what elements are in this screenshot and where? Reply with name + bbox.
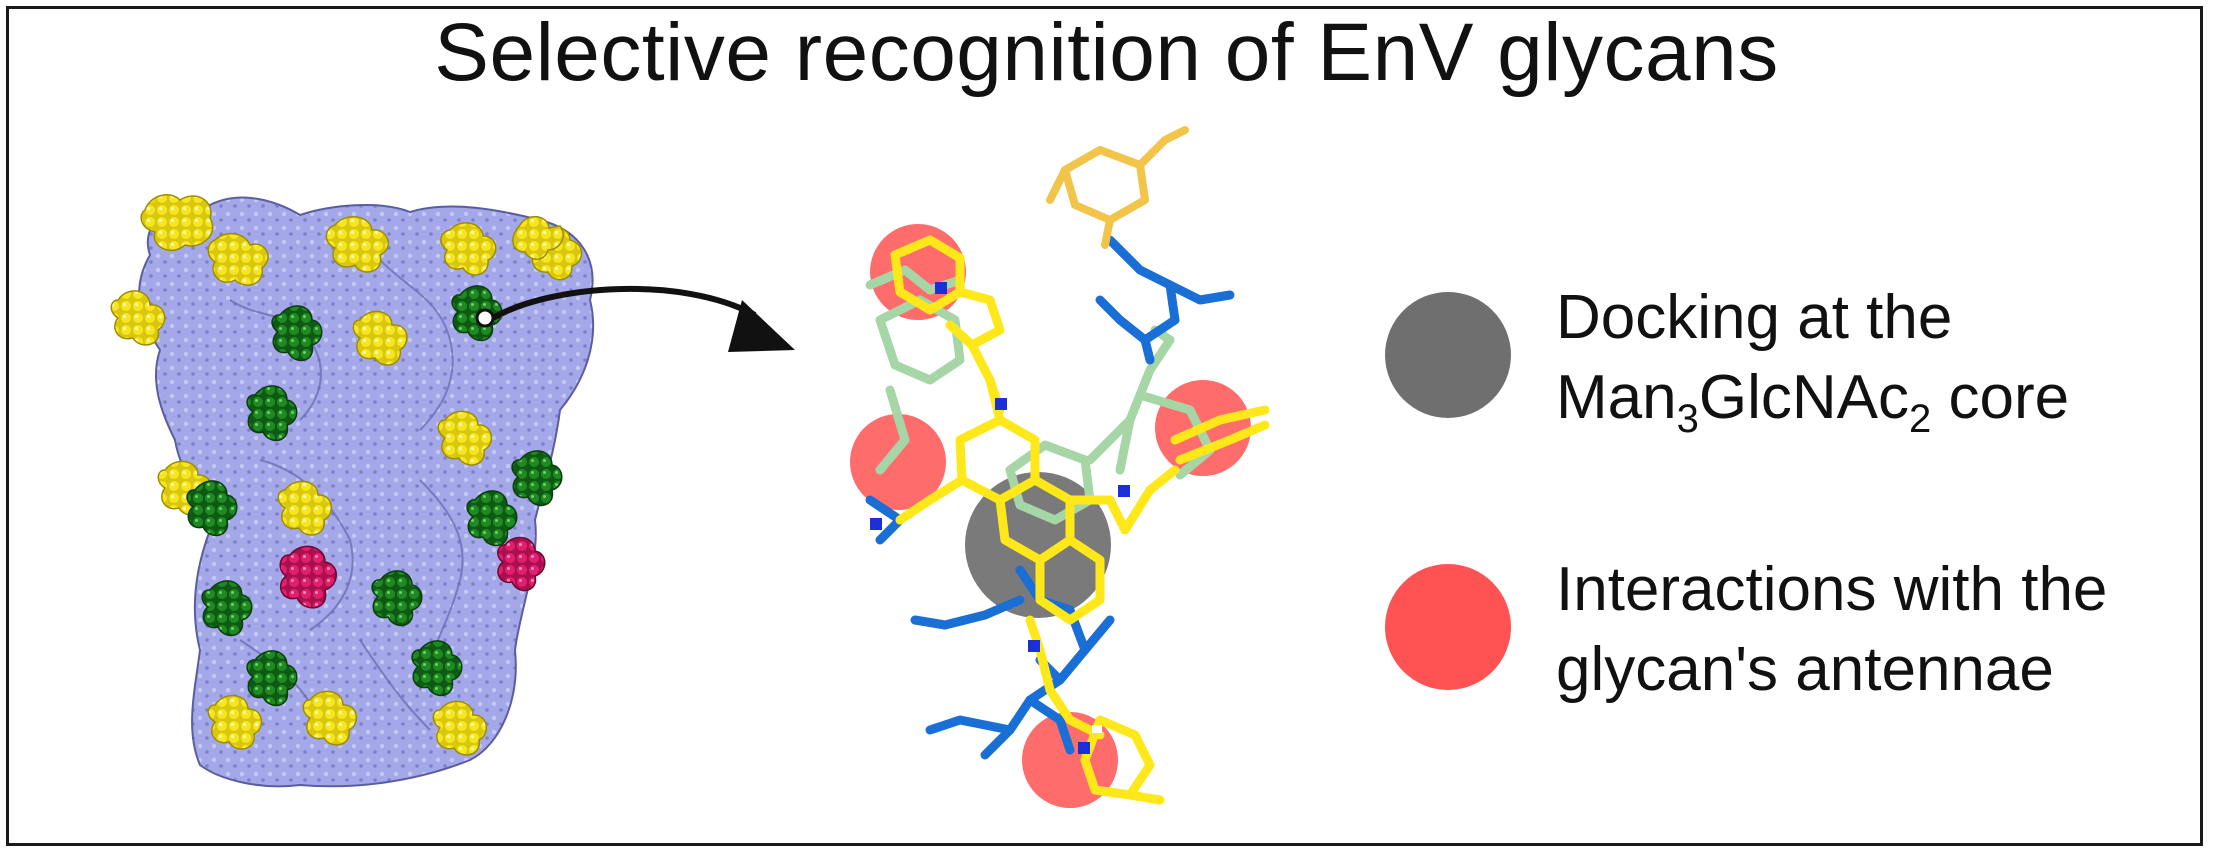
ligand-sticks [890,235,1270,805]
legend-antenna-marker [1385,564,1511,690]
legend-core-label: Docking at the Man3GlcNAc2 core [1556,278,2070,441]
legend-antennae-line1: Interactions with the [1556,555,2108,624]
hybrid-glycans [279,536,546,609]
arrow-head [728,300,795,352]
legend-core-line1: Docking at the [1556,283,1953,352]
high-mannose-glycans [110,194,583,756]
top-ring [1046,126,1189,249]
selected-glycan-marker [475,308,495,328]
atom-highlights [870,282,1145,754]
legend-antennae-label: Interactions with the glycan's antennae [1556,550,2107,710]
legend-antennae-line2: glycan's antennae [1556,635,2054,704]
docking-model [850,126,1270,808]
env-trimer-structure [110,194,595,788]
zoom-arrow [491,285,795,352]
figure-title: Selective recognition of EnV glycans [434,7,1779,98]
legend-core-line2: Man3GlcNAc2 core [1556,363,2070,441]
legend-core-marker [1385,292,1511,418]
antenna-marker-2 [850,414,946,510]
